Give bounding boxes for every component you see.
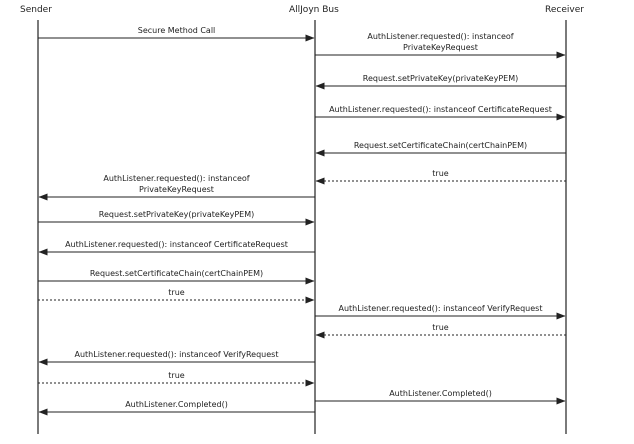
message-label: true [432, 169, 448, 178]
message-label: Request.setPrivateKey(privateKeyPEM) [99, 210, 254, 219]
message-4: AuthListener.requested(): instanceof Cer… [315, 105, 566, 121]
message-13: true [315, 323, 566, 339]
message-label: true [168, 371, 184, 380]
participant-alljoyn-bus: AllJoyn Bus [289, 5, 339, 15]
message-14: AuthListener.requested(): instanceof Ver… [38, 350, 315, 366]
message-label: AuthListener.requested(): instanceof Ver… [75, 350, 279, 359]
message-7: AuthListener.requested(): instanceofPriv… [38, 174, 315, 201]
message-label: Request.setCertificateChain(certChainPEM… [90, 269, 263, 278]
message-9: AuthListener.requested(): instanceof Cer… [38, 240, 315, 256]
message-label: PrivateKeyRequest [139, 185, 214, 194]
participant-sender: Sender [20, 5, 52, 15]
message-8: Request.setPrivateKey(privateKeyPEM) [38, 210, 315, 226]
message-label: AuthListener.Completed() [125, 400, 228, 409]
participant-receiver: Receiver [545, 5, 584, 15]
message-label: AuthListener.requested(): instanceof [103, 174, 249, 183]
message-15: true [38, 371, 315, 387]
message-label: Request.setCertificateChain(certChainPEM… [354, 141, 527, 150]
message-5: Request.setCertificateChain(certChainPEM… [315, 141, 566, 157]
messages-layer: Secure Method CallAuthListener.requested… [38, 26, 566, 416]
message-3: Request.setPrivateKey(privateKeyPEM) [315, 74, 566, 90]
message-2: AuthListener.requested(): instanceofPriv… [315, 32, 566, 59]
message-10: Request.setCertificateChain(certChainPEM… [38, 269, 315, 285]
message-label: AuthListener.requested(): instanceof Cer… [329, 105, 552, 114]
message-16: AuthListener.Completed() [315, 389, 566, 405]
message-label: AuthListener.requested(): instanceof Ver… [339, 304, 543, 313]
message-label: Request.setPrivateKey(privateKeyPEM) [363, 74, 518, 83]
message-1: Secure Method Call [38, 26, 315, 42]
message-label: Secure Method Call [138, 26, 216, 35]
message-label: AuthListener.Completed() [389, 389, 492, 398]
message-label: AuthListener.requested(): instanceof Cer… [65, 240, 288, 249]
message-label: true [432, 323, 448, 332]
message-label: true [168, 288, 184, 297]
message-12: AuthListener.requested(): instanceof Ver… [315, 304, 566, 320]
message-label: AuthListener.requested(): instanceof [367, 32, 513, 41]
message-6: true [315, 169, 566, 185]
message-label: PrivateKeyRequest [403, 43, 478, 52]
message-11: true [38, 288, 315, 304]
message-17: AuthListener.Completed() [38, 400, 315, 416]
